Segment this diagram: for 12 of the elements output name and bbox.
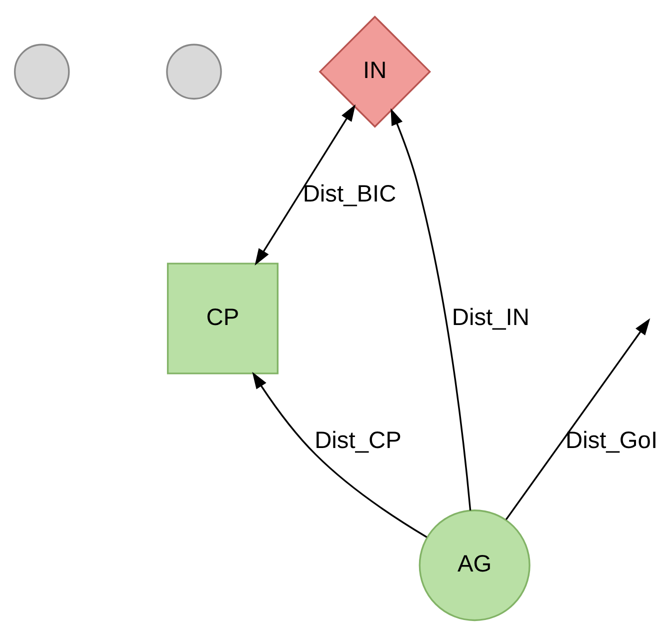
- arrow: [505, 318, 650, 520]
- node-circle: AG: [418, 509, 530, 621]
- node-circle: [166, 43, 222, 100]
- node-circle: [14, 43, 70, 100]
- edge-label: Dist_GoI: [566, 428, 658, 454]
- edge-label: Dist_IN: [452, 304, 530, 330]
- node-box: CP: [166, 262, 279, 374]
- arrow: [252, 371, 428, 538]
- edge-label: Dist_BIC: [302, 180, 396, 207]
- arrow: [390, 108, 472, 510]
- edge-label: Dist_CP: [314, 428, 402, 454]
- arrow: [254, 104, 356, 266]
